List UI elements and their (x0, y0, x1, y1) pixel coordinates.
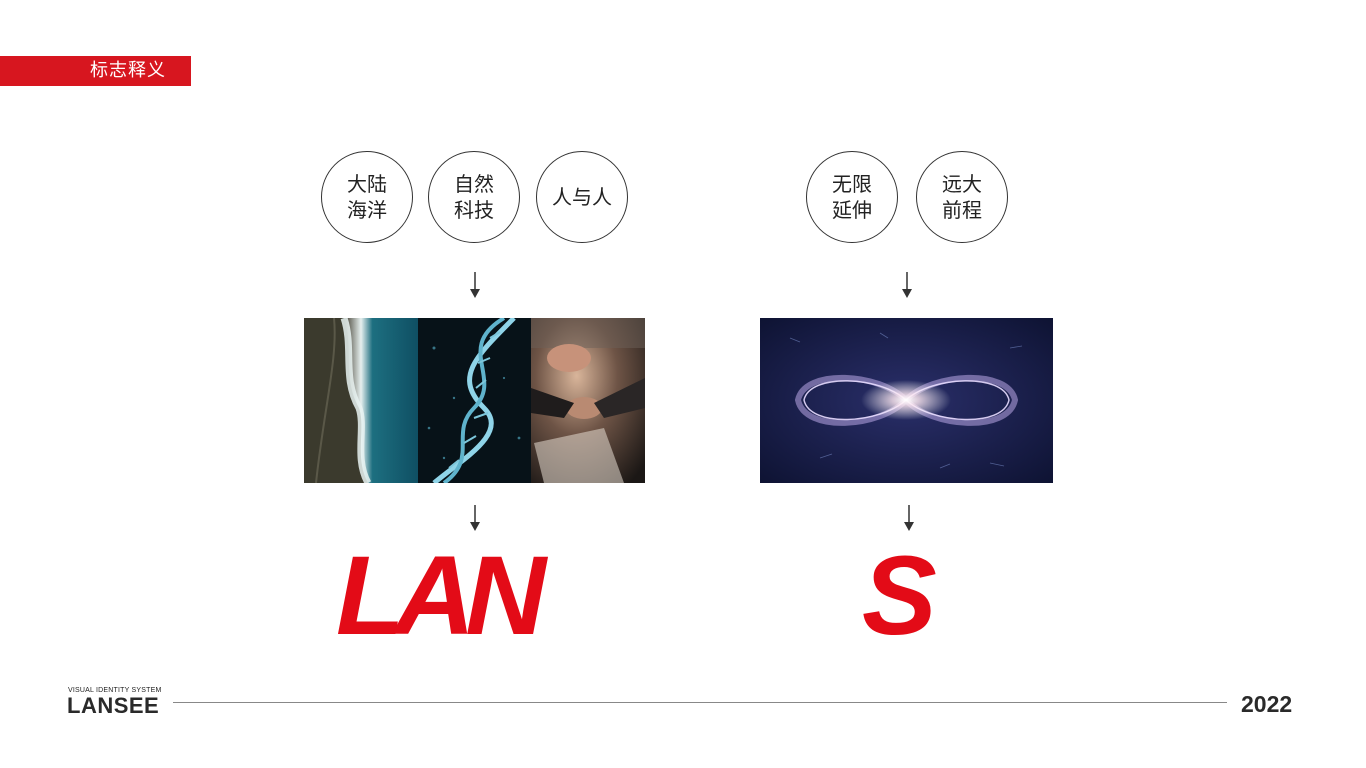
concept-circle-nature-tech: 自然 科技 (428, 151, 520, 243)
footer-brand: LANSEE (67, 693, 160, 718)
arrow-down-icon (470, 272, 480, 298)
concept-circle-land-ocean: 大陆 海洋 (321, 151, 413, 243)
concept-line: 延伸 (832, 198, 872, 222)
concept-circle-future: 远大 前程 (916, 151, 1008, 243)
coastline-image (304, 318, 418, 483)
dna-helix-image (418, 318, 531, 483)
concept-line: 自然 (454, 172, 494, 196)
section-tag: 标志释义 (0, 56, 191, 86)
concept-line: 前程 (942, 198, 982, 222)
concept-line: 科技 (454, 198, 494, 222)
arrow-down-icon (904, 505, 914, 531)
concept-line: 大陆 (347, 172, 387, 196)
concept-line: 无限 (832, 172, 872, 196)
footer-year: 2022 (1241, 691, 1293, 717)
concept-circle-infinite: 无限 延伸 (806, 151, 898, 243)
section-tag-label: 标志释义 (90, 60, 166, 81)
arrow-down-icon (902, 272, 912, 298)
logo-s: S (862, 533, 937, 658)
footer-subtitle: VISUAL IDENTITY SYSTEM (68, 687, 162, 694)
infinity-light-image (760, 318, 1053, 483)
photo-strip (304, 318, 645, 483)
handshake-image (531, 318, 645, 483)
concept-line: 远大 (942, 172, 982, 196)
logo-lan: LAN (336, 533, 546, 658)
concept-line: 海洋 (347, 198, 387, 222)
arrow-down-icon (470, 505, 480, 531)
photo-infinity (760, 318, 1053, 483)
concept-circle-people: 人与人 (536, 151, 628, 243)
concept-line: 人与人 (552, 185, 612, 209)
footer-divider (173, 702, 1227, 703)
